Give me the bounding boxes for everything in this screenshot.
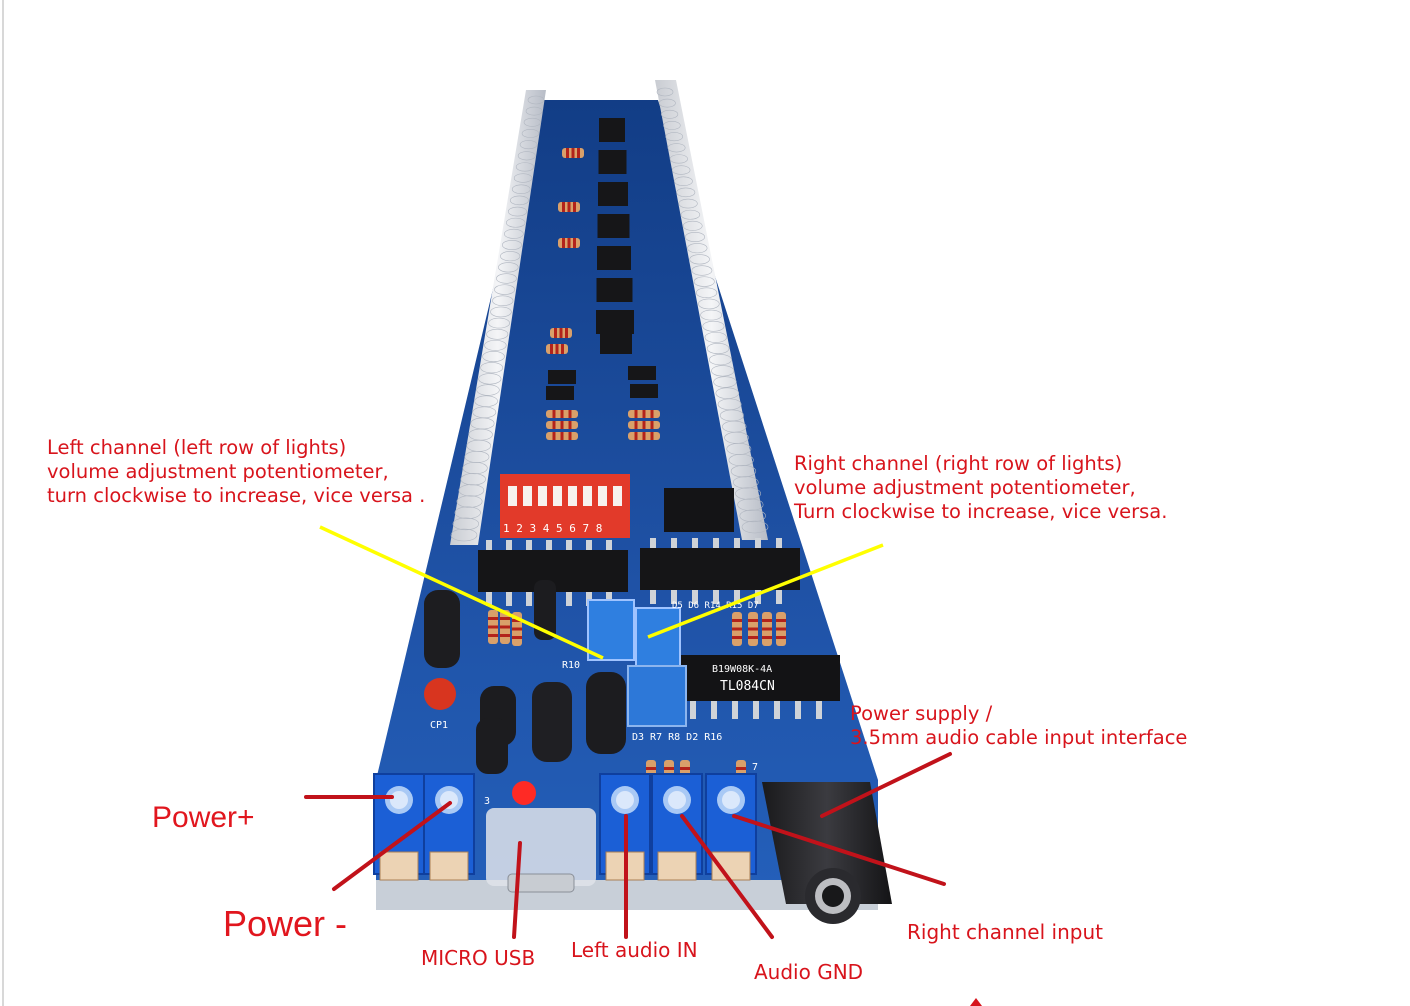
cap-cp1 (424, 678, 456, 710)
label-right-channel-input: Right channel input (907, 920, 1103, 944)
terminal-blocks (373, 773, 757, 881)
power-led (512, 781, 536, 805)
driver-ic-column (546, 118, 658, 400)
svg-text:B19W08K-4A: B19W08K-4A (712, 664, 772, 675)
label-power-plus: Power+ (152, 801, 255, 834)
pointer-micro-usb (512, 841, 522, 939)
svg-text:D3 R7 R8 D2 R16: D3 R7 R8 D2 R16 (632, 732, 722, 743)
audio-jack-3-5mm (762, 782, 892, 924)
svg-text:R10: R10 (562, 660, 580, 671)
potentiometer-left (587, 599, 635, 661)
pointer-arrow-tip (970, 998, 982, 1006)
potentiometer-right (635, 607, 681, 667)
label-left-channel: Left channel (left row of lights) volume… (47, 436, 425, 507)
pointer-right-pot (647, 543, 884, 639)
label-left-channel-line1: Left channel (left row of lights) (47, 436, 347, 459)
micro-usb-port (507, 873, 575, 893)
pointer-audio-gnd (680, 814, 774, 939)
svg-text:7: 7 (752, 762, 758, 773)
pointer-power-supply (820, 752, 952, 818)
svg-text:1 2 3 4 5 6 7 8: 1 2 3 4 5 6 7 8 (503, 522, 602, 535)
label-right-channel-line2: volume adjustment potentiometer, (794, 475, 1136, 499)
label-right-channel-line1: Right channel (right row of lights) (794, 452, 1123, 475)
label-left-channel-line3: turn clockwise to increase, vice versa . (47, 483, 426, 507)
pointer-right-input (732, 814, 946, 886)
svg-text:CP1: CP1 (430, 720, 448, 731)
label-micro-usb: MICRO USB (421, 946, 536, 970)
svg-text:3: 3 (484, 796, 490, 807)
label-right-channel-line3: Turn clockwise to increase, vice versa. (794, 499, 1168, 523)
label-left-audio-in: Left audio IN (571, 938, 698, 962)
capacitors (424, 580, 626, 774)
tl084cn-chip: B19W08K-4A TL084CN (680, 655, 840, 701)
svg-text:TL084CN: TL084CN (720, 679, 775, 694)
svg-text:D5 D6 R14 R15 D7: D5 D6 R14 R15 D7 (672, 601, 759, 611)
label-left-channel-line2: volume adjustment potentiometer, (47, 459, 389, 483)
dip-switch: 1 2 3 4 5 6 7 8 (500, 474, 630, 538)
ic-right-14pin (640, 548, 800, 590)
label-power-supply-line1: Power supply / (850, 702, 993, 725)
label-right-channel: Right channel (right row of lights) volu… (794, 452, 1167, 523)
pointer-power-minus (332, 801, 452, 891)
led-dots (450, 87, 769, 542)
label-power-minus: Power - (223, 903, 348, 944)
label-power-supply-line2: 3.5mm audio cable input interface (850, 725, 1188, 749)
led-row-left (450, 90, 546, 545)
pointer-left-pot (319, 525, 604, 660)
small-ic (664, 488, 734, 532)
label-audio-gnd: Audio GND (754, 960, 864, 984)
label-power-supply: Power supply / 3.5mm audio cable input i… (850, 702, 1218, 750)
